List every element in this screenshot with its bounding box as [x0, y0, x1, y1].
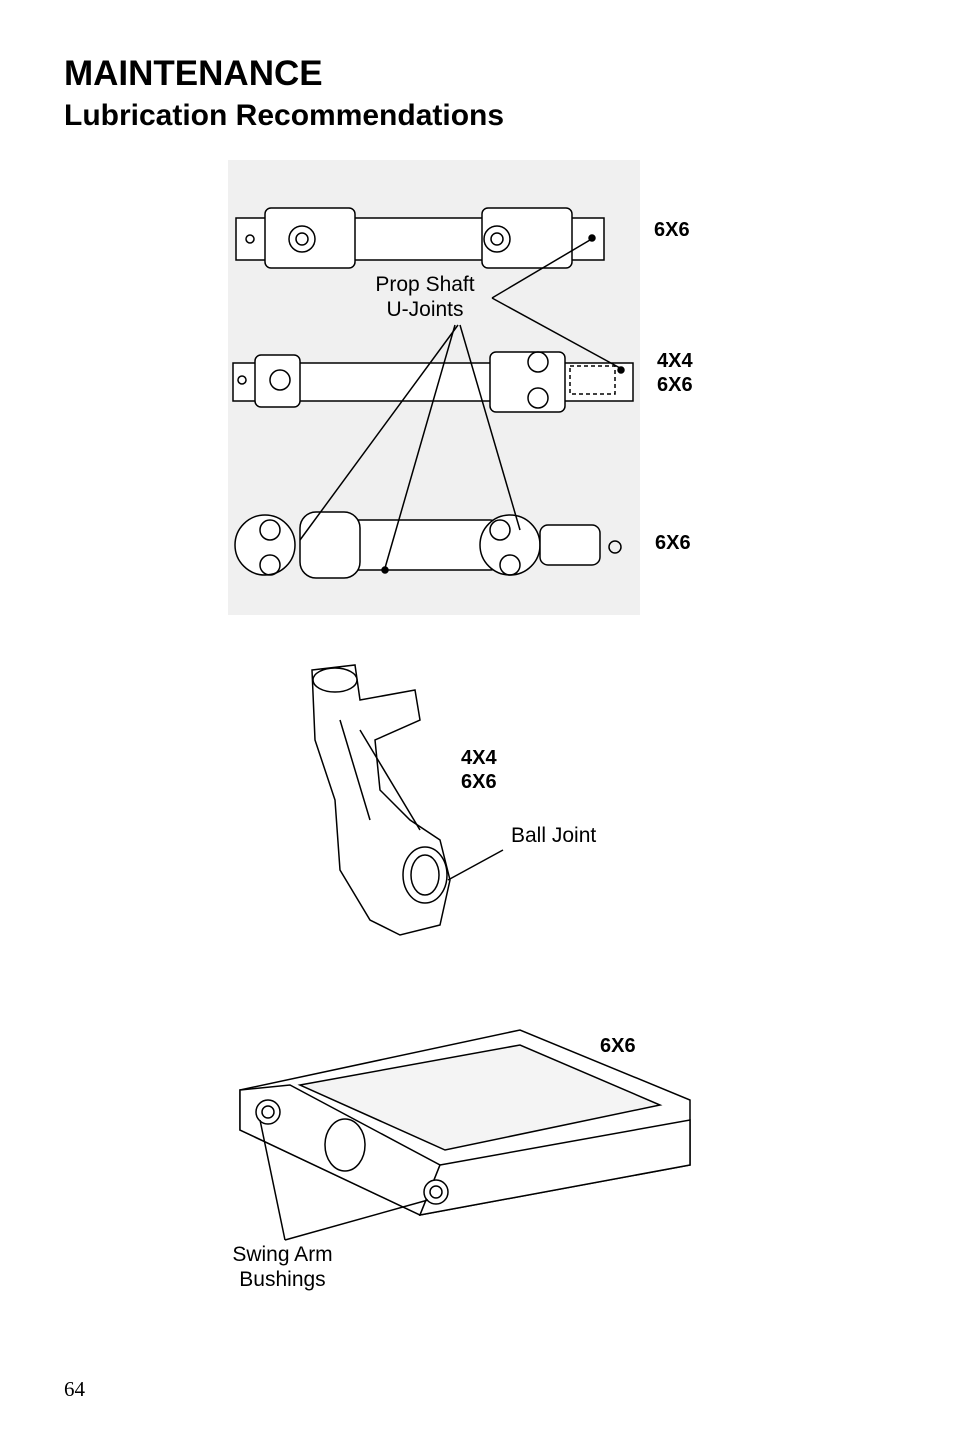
prop-shaft-illustration: [228, 160, 640, 615]
model-label-4x4: 4X4: [461, 747, 497, 769]
prop-shaft-caption-line2: U-Joints: [386, 298, 464, 321]
model-label-6x6: 6X6: [657, 374, 693, 396]
prop-shaft-bottom-model-label: 6X6: [655, 532, 691, 554]
swing-arm-caption-line2: Bushings: [239, 1268, 326, 1291]
section-subtitle: Lubrication Recommendations: [64, 99, 505, 132]
swing-arm-model-label: 6X6: [600, 1035, 636, 1057]
swing-arm-frame-illustration: [239, 1029, 691, 1241]
page-title: MAINTENANCE: [64, 54, 323, 93]
model-label-4x4: 4X4: [657, 350, 693, 372]
prop-shaft-mid-model-label: 4X4 6X6: [657, 349, 693, 397]
ball-joint-caption: Ball Joint: [511, 824, 597, 847]
ball-joint-model-label: 4X4 6X6: [461, 746, 497, 794]
prop-shaft-top-model-label: 6X6: [654, 219, 690, 241]
model-label-6x6: 6X6: [461, 771, 497, 793]
page-number: 64: [64, 1377, 85, 1401]
ball-joint-illustration: [311, 664, 504, 936]
swing-arm-caption: Swing Arm Bushings: [215, 1242, 350, 1292]
swing-arm-caption-line1: Swing Arm: [232, 1243, 333, 1266]
prop-shaft-caption-line1: Prop Shaft: [375, 273, 475, 296]
prop-shaft-caption: Prop Shaft U-Joints: [360, 272, 490, 322]
